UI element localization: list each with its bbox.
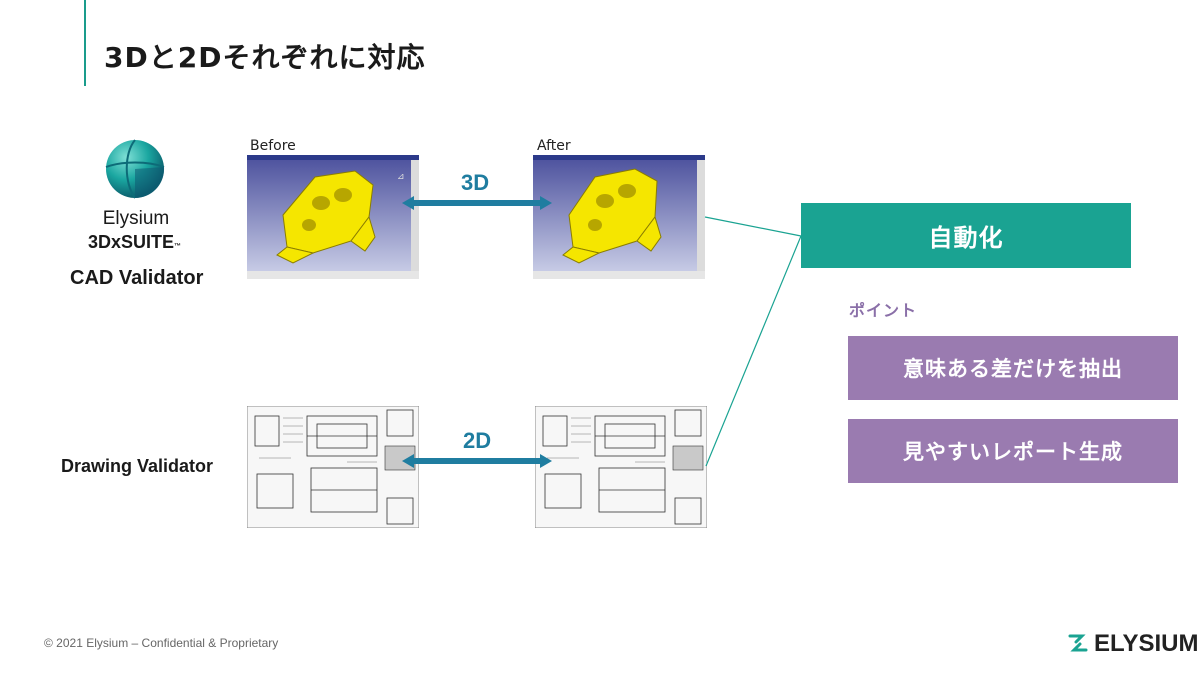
elysium-logo-icon xyxy=(1066,630,1090,656)
point-box-report: 見やすいレポート生成 xyxy=(848,419,1178,483)
drawing-after-screenshot xyxy=(535,406,707,528)
before-caption: Before xyxy=(250,138,296,154)
drawing-validator-label: Drawing Validator xyxy=(61,456,214,476)
label-3d: 3D xyxy=(461,170,490,195)
elysium-globe-icon xyxy=(104,137,166,201)
suite-name: 3DxSUITE™ xyxy=(88,232,182,252)
point-label: ポイント xyxy=(849,301,918,320)
connector-line-2d xyxy=(705,235,802,467)
slide-title: 3Dと2Dそれぞれに対応 xyxy=(104,41,426,74)
footer-copyright: © 2021 Elysium – Confidential & Propriet… xyxy=(44,636,279,650)
cad-validator-label: CAD Validator xyxy=(70,267,204,289)
brand-name: Elysium xyxy=(102,208,170,229)
label-2d: 2D xyxy=(463,428,492,453)
arrow-2d xyxy=(402,454,552,468)
title-accent-bar xyxy=(84,0,86,86)
point-box-extract: 意味ある差だけを抽出 xyxy=(848,336,1178,400)
arrow-3d xyxy=(402,196,552,210)
cad-before-screenshot: ⊿ xyxy=(247,155,419,279)
footer-brand-wordmark: ELYSIUM xyxy=(1094,630,1199,657)
after-caption: After xyxy=(537,138,571,154)
svg-text:⊿: ⊿ xyxy=(397,172,405,182)
connector-line-3d xyxy=(704,216,802,237)
automation-box: 自動化 xyxy=(801,203,1131,268)
cad-after-screenshot xyxy=(533,155,705,279)
